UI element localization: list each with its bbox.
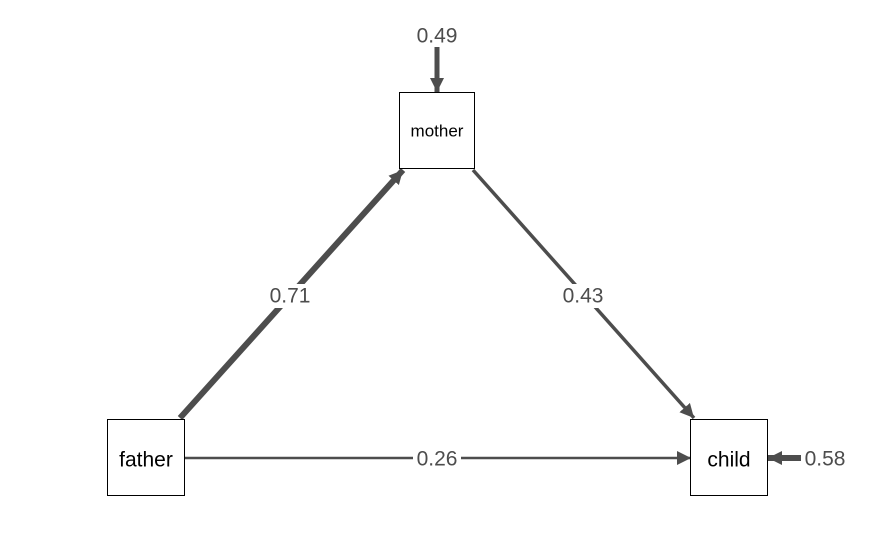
edge-father-to-child-coefficient: 0.26: [417, 448, 458, 471]
node-father: father: [107, 419, 185, 496]
edge-mother-to-child-coefficient: 0.43: [563, 285, 604, 308]
node-father-box: [107, 419, 185, 496]
edge-father-to-child: 0.26: [185, 447, 691, 471]
residual-child: 0.58: [768, 448, 845, 471]
residual-mother-value: 0.49: [417, 25, 458, 48]
node-mother: mother: [399, 92, 475, 169]
node-child-label: child: [707, 449, 750, 472]
edge-mother-to-child: 0.43: [471, 168, 696, 420]
edge-father-to-mother-coefficient: 0.71: [270, 285, 311, 308]
residual-mother: 0.49: [417, 25, 458, 92]
node-child-box: [690, 419, 768, 496]
node-mother-label: mother: [411, 122, 464, 141]
residual-child-value: 0.58: [805, 448, 846, 471]
node-mother-box: [399, 92, 475, 169]
node-father-label: father: [119, 449, 173, 472]
edge-father-to-mother: 0.71: [177, 167, 406, 421]
node-child: child: [690, 419, 768, 496]
